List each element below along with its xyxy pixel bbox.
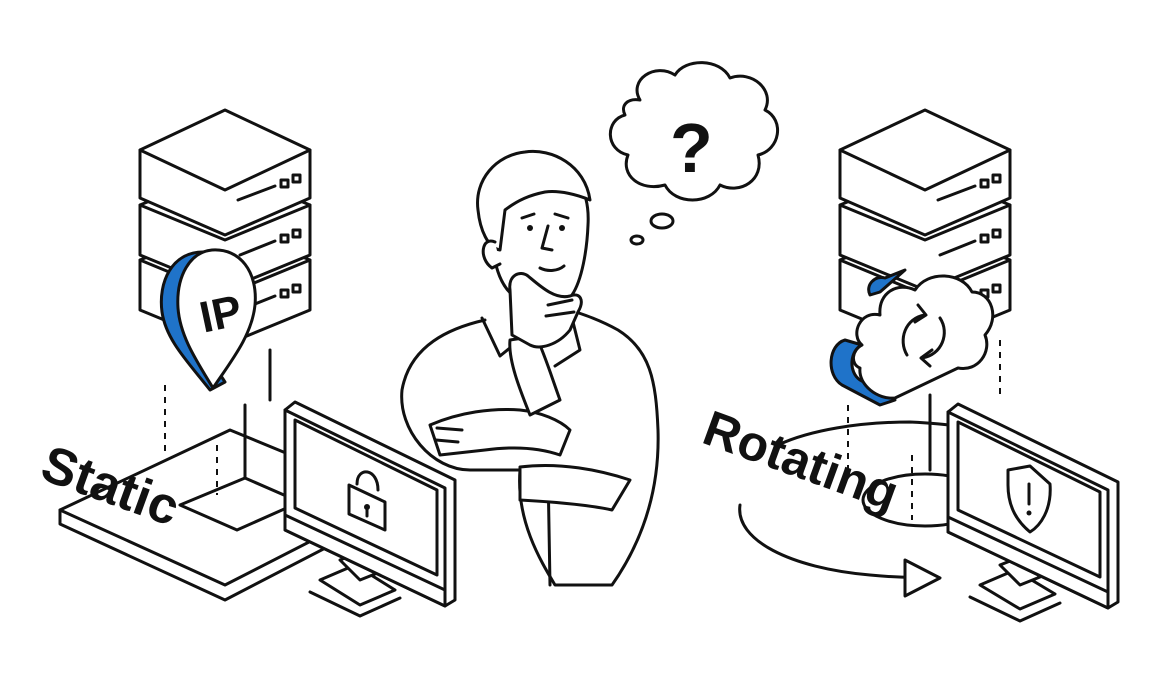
static-scene: IP Static <box>34 108 457 618</box>
cloud-sync-icon <box>829 268 995 407</box>
thinking-person <box>400 149 660 587</box>
location-pin-icon <box>159 248 257 392</box>
rotating-scene: Rotating <box>696 108 1120 623</box>
question-mark: ? <box>670 109 713 187</box>
rotation-arrow-icon <box>738 503 932 579</box>
padlock-icon <box>347 470 387 532</box>
hand <box>508 272 583 349</box>
thought-bubble-icon <box>608 61 780 246</box>
ip-badge-label: IP <box>195 286 246 343</box>
shield-alert-icon <box>1006 464 1052 534</box>
hair <box>476 149 592 252</box>
rotating-label: Rotating <box>696 400 906 522</box>
